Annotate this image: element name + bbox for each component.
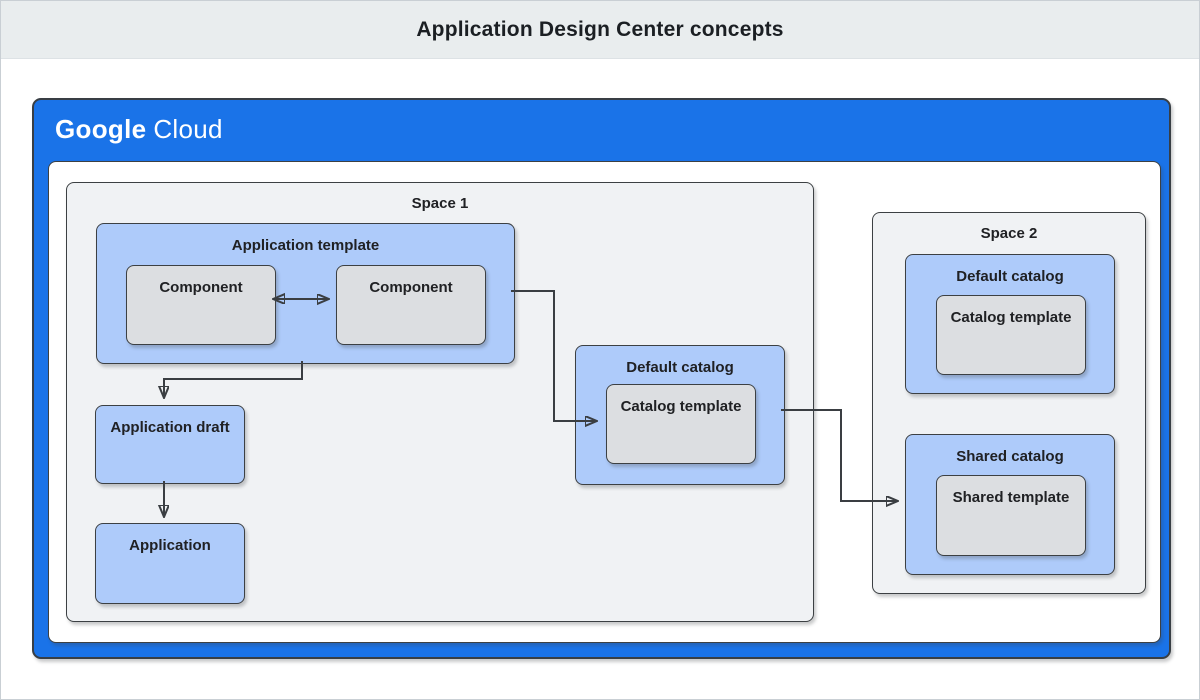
shared-catalog-box: Shared catalog Shared template [905, 434, 1115, 575]
space-1-catalog-template-label: Catalog template [620, 398, 742, 415]
page-title: Application Design Center concepts [416, 17, 784, 41]
component-2-label: Component [369, 279, 453, 296]
space-2-box: Space 2 Default catalog Catalog template… [872, 212, 1146, 594]
space-1-label: Space 1 [411, 195, 469, 212]
space-2-label: Space 2 [980, 225, 1038, 242]
space-1-box: Space 1 Application template Component C… [66, 182, 814, 622]
space-2-catalog-template-label: Catalog template [950, 309, 1072, 326]
shared-catalog-label: Shared catalog [956, 448, 1064, 465]
application-label: Application [129, 537, 211, 554]
space-2-default-catalog-box: Default catalog Catalog template [905, 254, 1115, 394]
application-draft-box: Application draft [95, 405, 245, 484]
shared-template-box: Shared template [936, 475, 1086, 556]
application-template-box: Application template Component Component [96, 223, 515, 364]
component-1-label: Component [159, 279, 243, 296]
cloud-inner-container: Space 1 Application template Component C… [48, 161, 1161, 643]
application-box: Application [95, 523, 245, 604]
space-1-default-catalog-label: Default catalog [626, 359, 734, 376]
application-draft-label: Application draft [110, 419, 230, 436]
google-wordmark: Google [55, 114, 147, 144]
application-template-label: Application template [231, 237, 380, 254]
title-band: Application Design Center concepts [1, 1, 1199, 59]
shared-template-label: Shared template [952, 489, 1070, 506]
space-1-default-catalog-box: Default catalog Catalog template [575, 345, 785, 485]
space-2-catalog-template-box: Catalog template [936, 295, 1086, 375]
component-box-2: Component [336, 265, 486, 345]
component-box-1: Component [126, 265, 276, 345]
cloud-wordmark: Cloud [153, 114, 223, 144]
space-2-default-catalog-label: Default catalog [956, 268, 1064, 285]
space-1-catalog-template-box: Catalog template [606, 384, 756, 464]
